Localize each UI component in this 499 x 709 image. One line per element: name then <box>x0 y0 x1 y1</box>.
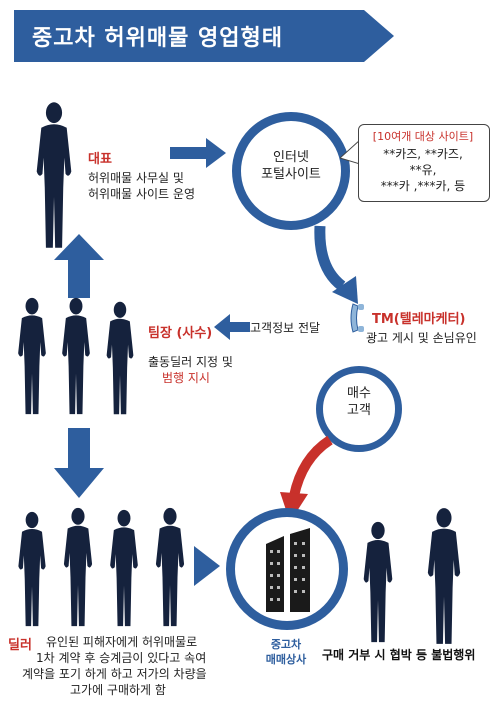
sites-box <box>358 124 490 202</box>
sites-line-1: **카즈, **카즈, <box>383 147 463 161</box>
boss-silhouette <box>36 102 72 248</box>
buyer-circle <box>316 366 402 452</box>
arrow-dealer-to-dealership <box>194 546 220 586</box>
phone-icon <box>350 303 364 333</box>
leader-desc-2: 범행 지시 <box>162 371 210 385</box>
dealer-desc-4: 고가에 구매하게 함 <box>70 683 166 697</box>
boss-desc-2: 허위매물 사이트 운영 <box>88 187 195 201</box>
sites-line-2: **유, <box>409 163 437 177</box>
arrow-buyer-to-dealership <box>280 436 333 522</box>
leader-silhouette-2 <box>62 297 90 415</box>
dealer-silhouette-1 <box>18 511 46 627</box>
arrow-leader-to-dealer <box>54 428 104 498</box>
arrow-leader-to-boss <box>54 234 104 298</box>
dealership-label-1: 중고차 <box>270 638 302 651</box>
dealership-circle <box>226 508 348 630</box>
sites-line-3: ***카 ,***카, 등 <box>380 179 466 193</box>
sites-callout-pointer <box>340 140 360 165</box>
dealer-silhouette-4 <box>155 507 185 627</box>
dealer-silhouette-3 <box>110 509 138 627</box>
buyer-label-1: 매수 <box>347 386 371 401</box>
page-title: 중고차 허위매물 영업형태 <box>32 26 283 51</box>
dealer-silhouette-2 <box>63 507 93 627</box>
leader-desc-1: 출동딜러 지정 및 <box>148 355 233 369</box>
victim-silhouette-1 <box>363 521 393 643</box>
leader-label: 팀장 (사수) <box>148 326 213 341</box>
dealership-label-2: 매매상사 <box>265 653 307 666</box>
dealer-desc-3: 계약을 포기 하게 하고 저가의 차량을 <box>22 667 207 681</box>
illegal-act-label: 구매 거부 시 협박 등 불법행위 <box>322 648 476 662</box>
portal-label-2: 포털사이트 <box>261 167 321 182</box>
building-icon <box>266 528 310 612</box>
title-banner <box>14 10 394 62</box>
arrow-portal-to-tm <box>314 225 358 304</box>
info-flow-label: 고객정보 전달 <box>250 321 321 335</box>
dealer-desc-1: 유인된 피해자에게 허위매물로 <box>46 635 198 649</box>
sites-header: [10여개 대상 사이트] <box>372 130 474 143</box>
tm-label: TM(텔레마케터) <box>372 312 466 327</box>
leader-silhouette-3 <box>106 301 134 415</box>
buyer-label-2: 고객 <box>347 403 371 418</box>
leader-silhouette-1 <box>18 297 46 415</box>
victim-silhouette-2 <box>427 508 461 644</box>
boss-desc-1: 허위매물 사무실 및 <box>88 171 184 185</box>
portal-circle <box>232 112 350 230</box>
portal-label-1: 인터넷 <box>273 150 309 165</box>
tm-desc: 광고 게시 및 손님유인 <box>366 331 477 345</box>
boss-label: 대표 <box>88 152 112 167</box>
dealer-desc-2: 1차 계약 후 승계금이 있다고 속여 <box>36 651 207 665</box>
arrow-boss-to-portal <box>170 138 226 168</box>
dealer-label: 딜러 <box>8 638 32 653</box>
arrow-tm-to-leader <box>214 314 250 340</box>
